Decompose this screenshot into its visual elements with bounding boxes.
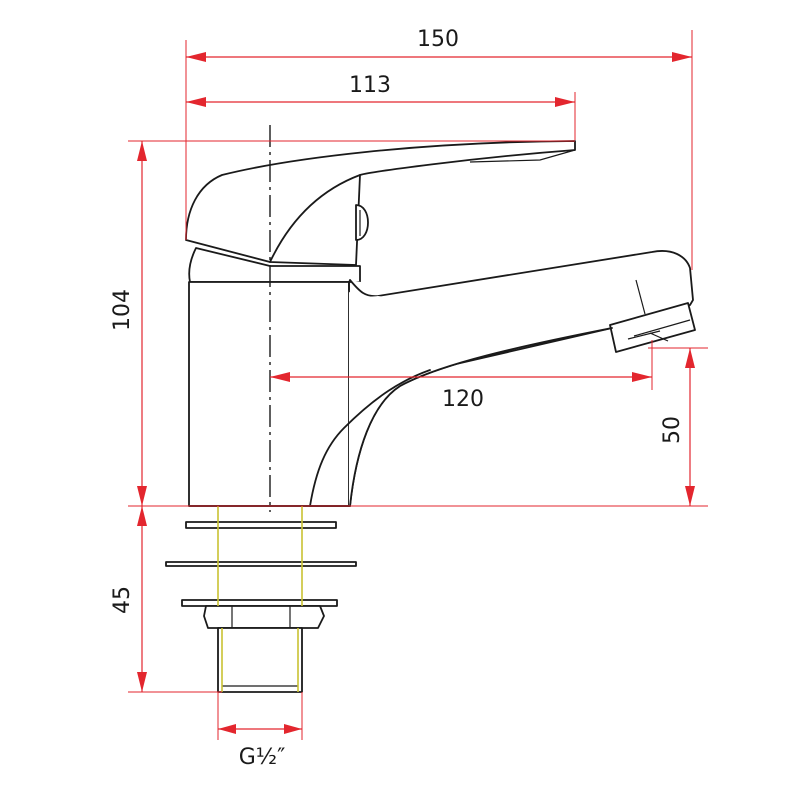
- dim-120-arrow-left: [270, 372, 290, 382]
- faucet-body: [188, 281, 350, 507]
- lock-nut: [203, 605, 325, 629]
- label-lever-length: 113: [349, 73, 391, 98]
- dim-113-arrow-right: [555, 97, 575, 107]
- lever-tip-underside: [469, 149, 576, 163]
- dimension-labels: 150 113 120 104 50 45 G½″: [110, 27, 685, 770]
- washer-top: [185, 521, 337, 529]
- label-overall-length: 150: [417, 27, 459, 52]
- cartridge-cap: [355, 204, 369, 241]
- spout-inner-curve: [309, 369, 431, 507]
- dim-45-arrow-bottom: [137, 672, 147, 692]
- spout-base-fill: [349, 282, 612, 506]
- threaded-shank: [217, 627, 303, 693]
- lever-inner-curve: [269, 174, 361, 263]
- aerator-line-2: [649, 332, 669, 342]
- washer-middle: [165, 561, 357, 567]
- faucet-outline: [185, 125, 696, 512]
- dimension-lines: [128, 30, 708, 740]
- aerator-line-4: [627, 330, 661, 340]
- label-shank-length: 45: [110, 586, 135, 614]
- dim-104-arrow-top: [137, 141, 147, 161]
- label-thread-size: G½″: [239, 745, 286, 770]
- aerator: [609, 302, 696, 353]
- spout-lower-curve: [349, 327, 613, 507]
- label-spout-clearance: 50: [660, 416, 685, 444]
- dim-thread-arrow-left: [218, 724, 236, 734]
- shank-assembly: [165, 506, 357, 693]
- dim-113-arrow-left: [186, 97, 206, 107]
- aerator-line-1: [633, 319, 691, 337]
- dim-50-arrow-bottom: [685, 486, 695, 506]
- neck: [188, 247, 361, 283]
- dim-150-arrow-right: [672, 52, 692, 62]
- dim-104-arrow-bottom: [137, 486, 147, 506]
- label-spout-reach: 120: [442, 387, 484, 412]
- dim-50-arrow-top: [685, 348, 695, 368]
- dim-150-arrow-left: [186, 52, 206, 62]
- label-body-height: 104: [110, 289, 135, 331]
- dim-120-arrow-right: [632, 372, 652, 382]
- lever-handle: [185, 140, 576, 266]
- aerator-line-3: [635, 279, 646, 315]
- dim-thread-arrow-right: [284, 724, 302, 734]
- dim-45-arrow-top: [137, 506, 147, 526]
